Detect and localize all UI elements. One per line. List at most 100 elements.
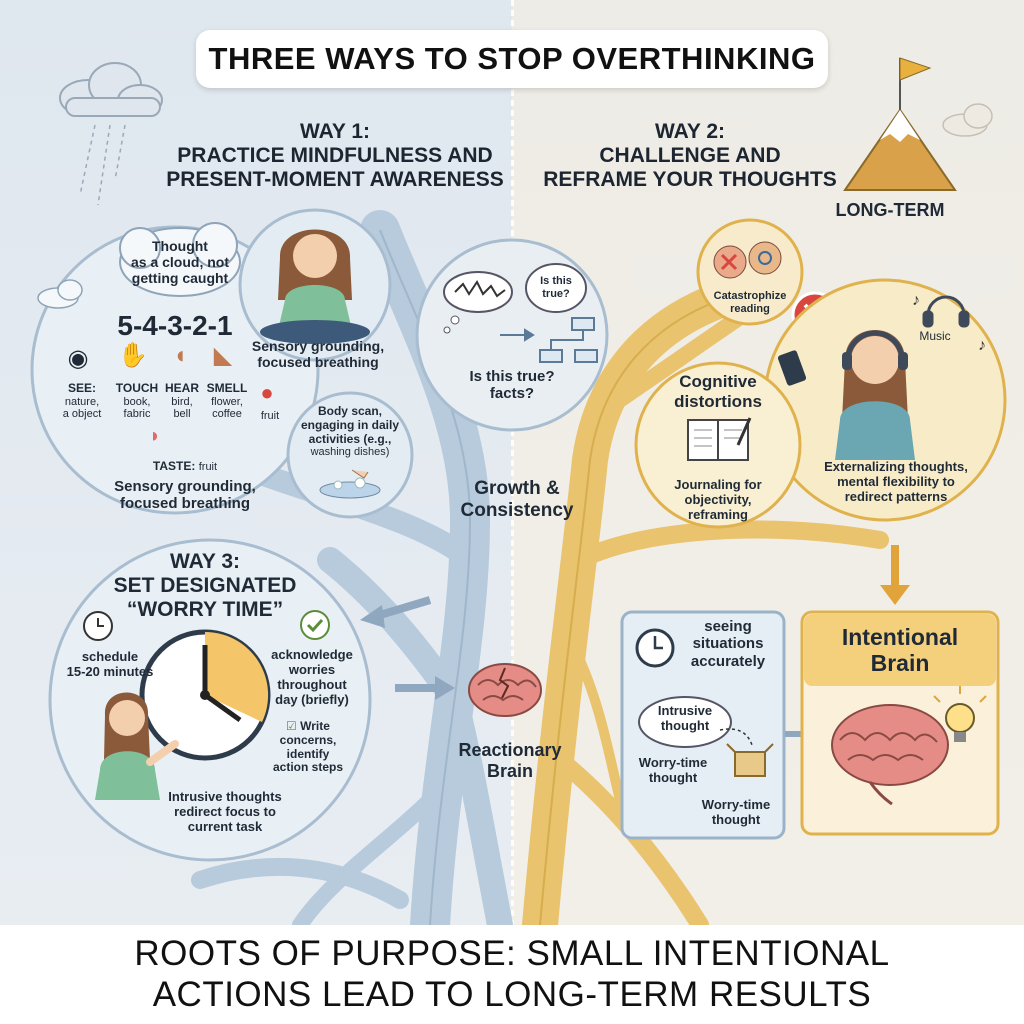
worry-time-2-line2: thought — [711, 811, 761, 827]
way2-heading-line1: WAY 2: — [654, 120, 726, 143]
catastrophize-text: Catastrophize reading — [700, 290, 800, 315]
worry-time-text-2: Worry-time thought — [690, 797, 782, 828]
journaling-line3: reframing — [688, 506, 748, 522]
thought-line2: as a cloud, not — [130, 254, 229, 271]
externalizing-line1: Externalizing thoughts, — [824, 459, 968, 474]
sense-touch-label: TOUCH — [115, 381, 159, 395]
ear-icon: ◖ — [172, 342, 188, 369]
tangled-thought-icon — [443, 271, 513, 334]
question-bubble-line2: true? — [542, 287, 570, 300]
growth-label: Growth & Consistency — [448, 478, 586, 522]
worry-time-1-line2: thought — [648, 769, 698, 785]
grounding-caption: Sensory grounding, focused breathing — [95, 478, 275, 513]
brain-icon — [468, 663, 542, 717]
body-scan-line1: Body scan, — [317, 404, 383, 418]
intentional-line2: Brain — [870, 650, 930, 677]
svg-text:♪: ♪ — [912, 292, 920, 309]
thought-line3: getting caught — [131, 270, 229, 287]
panel-clock-icon — [635, 628, 675, 668]
reactionary-line1: Reactionary — [458, 740, 562, 760]
page-title: THREE WAYS TO STOP OVERTHINKING — [208, 41, 816, 76]
intrusive-thought-text: Intrusive thought — [645, 703, 725, 734]
write-line4: action steps — [272, 760, 344, 775]
sense-fruit: fruit — [250, 410, 290, 423]
sense-touch-detail1: book, — [123, 395, 151, 408]
washing-dishes-icon — [319, 469, 381, 499]
question-caption-line2: facts? — [489, 385, 535, 403]
schedule-line1: schedule — [81, 649, 139, 664]
worry-time-1-line1: Worry-time — [638, 755, 708, 770]
sense-see-detail1: nature, — [64, 395, 100, 408]
sense-see-label: SEE: — [67, 381, 96, 395]
body-scan-circle — [286, 391, 414, 519]
small-cloud-left-icon — [37, 279, 83, 309]
catastrophize-line1: Catastrophize — [713, 290, 787, 302]
distortions-line2: distortions — [674, 391, 762, 411]
seeing-line1: seeing — [704, 618, 752, 635]
seeing-line3: accurately — [690, 652, 766, 670]
reactionary-label: Reactionary Brain — [445, 740, 575, 781]
schedule-line2: 15-20 minutes — [66, 663, 154, 679]
externalizing-line2: mental flexibility to — [837, 473, 955, 489]
sense-smell-detail2: coffee — [212, 408, 242, 421]
question-caption-line1: Is this true? — [469, 368, 555, 385]
write-check-icon: ☑ — [286, 719, 301, 733]
footer-line1: ROOTS OF PURPOSE: SMALL INTENTIONAL — [134, 934, 890, 974]
question-caption: Is this true? facts? — [452, 368, 572, 403]
small-cloud-icon — [942, 103, 993, 137]
arrow-right-icon — [395, 676, 455, 700]
grounding-caption-line2: focused breathing — [119, 495, 250, 513]
title-banner: THREE WAYS TO STOP OVERTHINKING — [196, 30, 828, 88]
acknowledge-line4: day (briefly) — [275, 691, 349, 707]
write-text: ☑ Write concerns, identify action steps — [268, 719, 348, 775]
meditation-caption-line1: Sensory grounding, — [251, 338, 385, 354]
intrusive-thought-line1: Intrusive — [657, 703, 713, 718]
person-pointing-icon — [95, 692, 179, 800]
box-icon — [719, 728, 774, 777]
meditation-caption-line2: focused breathing — [257, 354, 379, 371]
catastrophize-line2: reading — [730, 302, 770, 315]
mountain-flag-icon — [843, 57, 957, 191]
way2-heading-line2: CHALLENGE AND — [599, 144, 781, 168]
write-line2: concerns, — [279, 732, 337, 747]
intentional-line1: Intentional — [841, 624, 959, 650]
body-scan-text: Body scan, engaging in daily activities … — [300, 404, 400, 459]
apple-icon: ● — [260, 380, 274, 405]
rain-icon — [79, 124, 126, 206]
footer: ROOTS OF PURPOSE: SMALL INTENTIONAL ACTI… — [0, 925, 1024, 1024]
intrusive-line3: current task — [187, 818, 263, 834]
intrusive-thoughts-text: Intrusive thoughts redirect focus to cur… — [150, 789, 300, 835]
reactionary-line2: Brain — [486, 760, 533, 781]
person-headphones-icon — [835, 330, 915, 460]
arrow-icon — [880, 545, 910, 605]
growth-line2: Consistency — [460, 499, 574, 521]
intentional-label: Intentional Brain — [804, 624, 996, 677]
meditation-caption: Sensory grounding, focused breathing — [248, 338, 388, 370]
thought-cloud-text: Thought as a cloud, not getting caught — [120, 238, 240, 286]
footer-line2: ACTIONS LEAD TO LONG-TERM RESULTS — [152, 974, 872, 1014]
sense-smell: SMELL flower, coffee — [200, 381, 254, 421]
lightbulb-icon — [933, 686, 987, 742]
sense-hear-detail1: bird, — [171, 395, 193, 408]
intrusive-thought-line2: thought — [660, 717, 710, 733]
phone-icon — [777, 350, 807, 386]
large-brain-icon — [831, 704, 949, 806]
journaling-text: Journaling for objectivity, reframing — [658, 477, 778, 523]
acknowledge-line3: throughout — [277, 676, 347, 692]
way3-heading-line2: SET DESIGNATED — [113, 574, 297, 598]
externalizing-line3: redirect patterns — [844, 488, 948, 504]
arrow-left-icon — [360, 596, 432, 628]
sense-touch-detail2: fabric — [123, 408, 151, 421]
nose-icon: ◣ — [213, 342, 233, 369]
way1-heading-line3: PRESENT-MOMENT AWARENESS — [166, 168, 504, 192]
body-scan-line3: activities (e.g., — [308, 431, 392, 446]
taste-detail: fruit — [198, 461, 218, 473]
journaling-line1: Journaling for — [674, 477, 762, 492]
question-bubble — [525, 263, 587, 313]
worry-time-text-1: Worry-time thought — [628, 755, 718, 786]
taste-label: TASTE: — [152, 459, 196, 473]
intrusive-thought-bubble — [638, 696, 732, 748]
distortions-line1: Cognitive — [679, 372, 757, 391]
way1-heading-line1: WAY 1: — [299, 120, 371, 143]
thought-cloud — [119, 222, 241, 297]
